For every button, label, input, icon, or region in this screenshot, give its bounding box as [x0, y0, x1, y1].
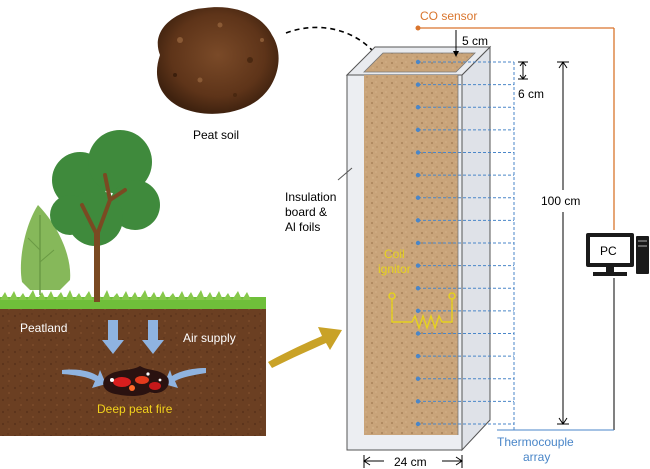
peatland-scene: [0, 290, 266, 436]
air-arrows: [62, 320, 206, 388]
co-sensor-label: CO sensor: [420, 9, 477, 23]
five-cm-label: 5 cm: [462, 34, 488, 48]
width-label: 24 cm: [394, 455, 427, 469]
transfer-arrow: [285, 26, 382, 63]
insulation-label-line3: Al foils: [285, 220, 320, 234]
coil-icon: [388, 292, 456, 331]
fire-icon: [103, 366, 169, 396]
peat-soil-label: Peat soil: [193, 128, 239, 142]
computer-icon: [586, 233, 649, 276]
coil-label-line1: Coil: [384, 247, 405, 261]
deep-peat-fire-label: Deep peat fire: [97, 402, 173, 416]
dimension-24cm: [363, 455, 463, 468]
thermocouple-array: [415, 59, 515, 432]
peat-soil-pile: [156, 7, 279, 114]
peatland-label: Peatland: [20, 321, 67, 335]
insulation-pointer: [337, 167, 353, 181]
thermocouple-label-line1: Thermocouple: [497, 435, 574, 449]
insulation-label-line1: Insulation: [285, 190, 336, 204]
coil-label-line2: ignitor: [378, 262, 411, 276]
insulation-label-line2: board &: [285, 205, 327, 219]
tree-icon: [50, 130, 160, 302]
gold-arrow: [268, 327, 342, 368]
co-sensor-line: [415, 25, 615, 230]
dimension-100cm: [557, 61, 569, 425]
six-cm-label: 6 cm: [518, 87, 544, 101]
height-label: 100 cm: [541, 194, 580, 208]
pc-label: PC: [600, 244, 617, 258]
thermocouple-label-line2: array: [523, 450, 550, 464]
peat-column: [345, 45, 492, 452]
air-supply-label: Air supply: [183, 331, 236, 345]
tree-icon: [20, 205, 71, 295]
dimension-6cm: [518, 61, 528, 80]
